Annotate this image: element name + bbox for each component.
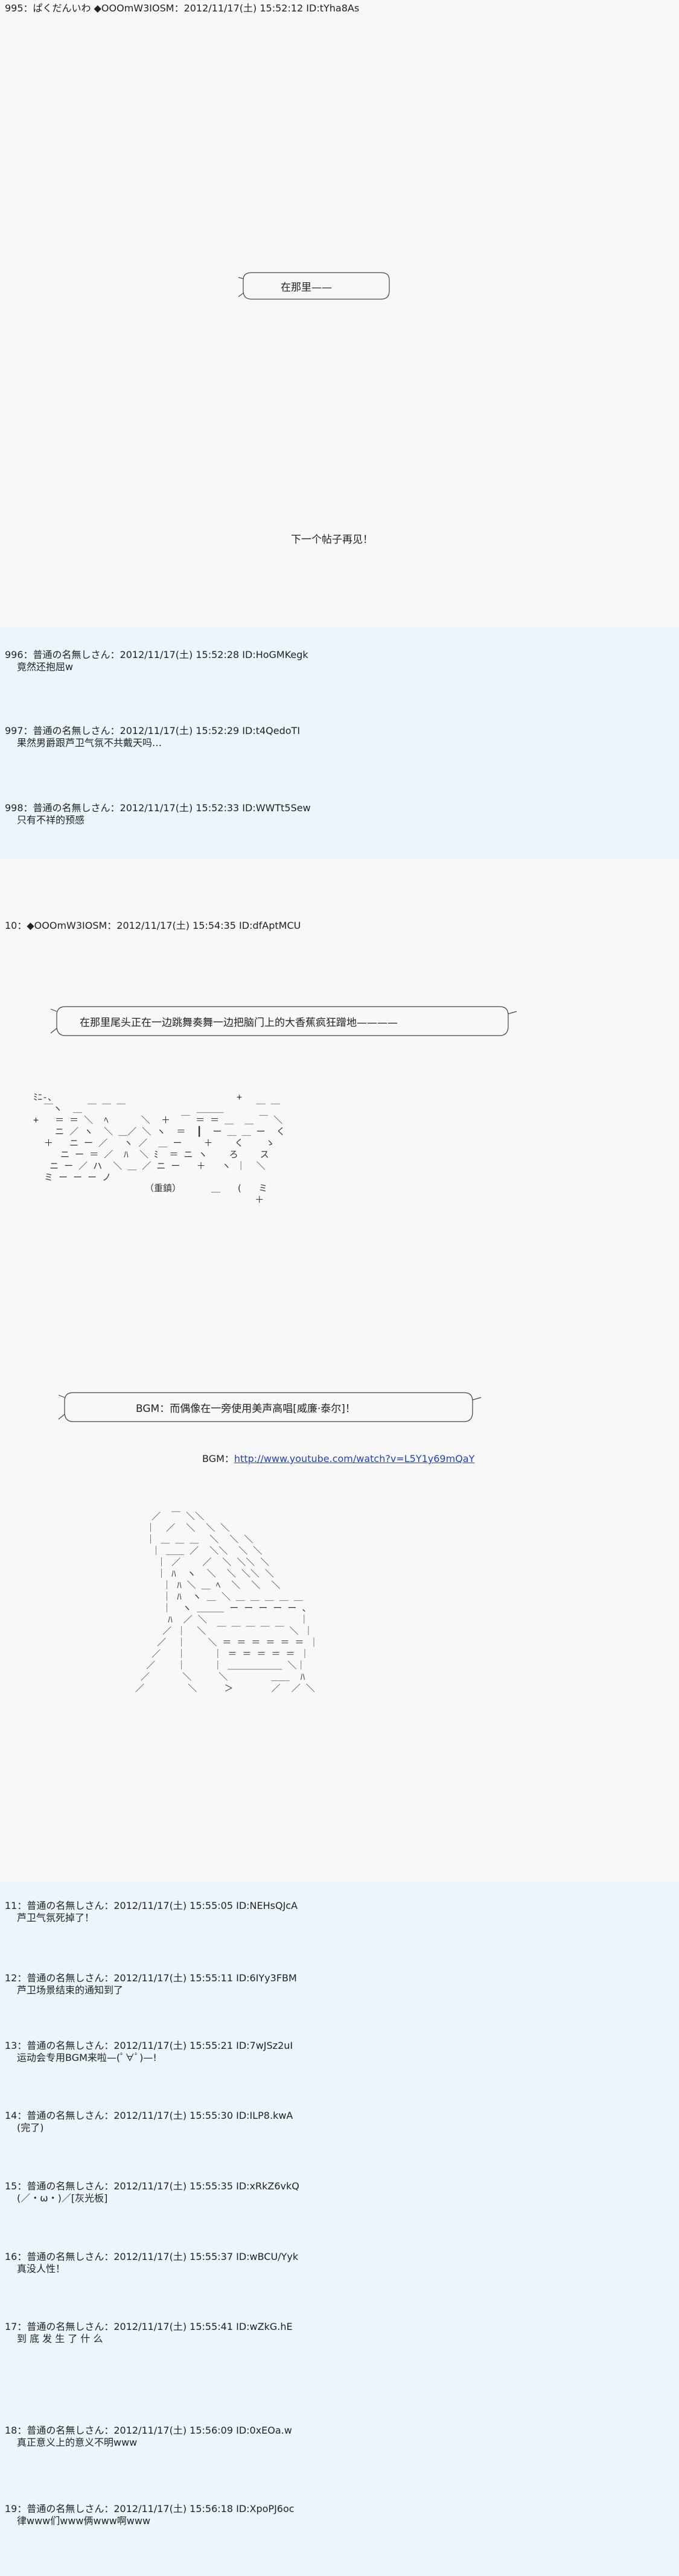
post-996: 996：普通の名無しさん：2012/11/17(土) 15:52:28 ID:H… xyxy=(5,649,675,673)
bubble-text: BGM：而偶像在一旁使用美声高唱[威廉·泰尔]！ xyxy=(136,1403,355,1415)
closing-line: 下一个帖子再见！ xyxy=(291,534,373,546)
bubble-text: 在那里—— xyxy=(281,282,332,294)
posts-11-19-block: 11：普通の名無しさん：2012/11/17(土) 15:55:05 ID:NE… xyxy=(0,1882,679,2576)
post-11: 11：普通の名無しさん：2012/11/17(土) 15:55:05 ID:NE… xyxy=(5,1900,675,1924)
post-16: 16：普通の名無しさん：2012/11/17(土) 15:55:37 ID:wB… xyxy=(5,2251,675,2275)
ascii-art-crowd: ﾐﾆ-、 + ￣ヽ ＿ ￣ ￣ ￣ ＿＿＿ ￣ ￣ + ＝ ＝ ＼ ﾍ ＼ ＋ … xyxy=(33,1092,285,1183)
post-10: 10：◆OOOmW3IOSM：2012/11/17(土) 15:54:35 ID… xyxy=(5,920,675,932)
post-body: (完了) xyxy=(17,2122,44,2133)
post-15: 15：普通の名無しさん：2012/11/17(土) 15:55:35 ID:xR… xyxy=(5,2180,675,2204)
post-14: 14：普通の名無しさん：2012/11/17(土) 15:55:30 ID:IL… xyxy=(5,2110,675,2134)
post-997: 997：普通の名無しさん：2012/11/17(土) 15:52:29 ID:t… xyxy=(5,725,675,749)
ascii-label: （重鎮） xyxy=(145,1183,182,1194)
post-header: 14：普通の名無しさん：2012/11/17(土) 15:55:30 ID:IL… xyxy=(5,2110,293,2121)
post-995: 995：ぱくだんいわ ◆OOOmW3IOSM：2012/11/17(土) 15:… xyxy=(5,2,675,14)
post-13: 13：普通の名無しさん：2012/11/17(土) 15:55:21 ID:7w… xyxy=(5,2040,675,2064)
post-17: 17：普通の名無しさん：2012/11/17(土) 15:55:41 ID:wZ… xyxy=(5,2321,675,2345)
post-body: 真没人性！ xyxy=(17,2263,66,2274)
post-header: 15：普通の名無しさん：2012/11/17(土) 15:55:35 ID:xR… xyxy=(5,2180,299,2192)
post-body: 芦卫气氛死掉了！ xyxy=(17,1912,95,1923)
post-995-block: 995：ぱくだんいわ ◆OOOmW3IOSM：2012/11/17(土) 15:… xyxy=(0,0,679,627)
bubble-text: 在那里尾头正在一边跳舞奏舞一边把脑门上的大香蕉疯狂蹭地———— xyxy=(80,1017,398,1029)
post-header: 19：普通の名無しさん：2012/11/17(土) 15:56:18 ID:Xp… xyxy=(5,2503,295,2514)
post-header: 998：普通の名無しさん：2012/11/17(土) 15:52:33 ID:W… xyxy=(5,802,311,814)
post-header: 995：ぱくだんいわ ◆OOOmW3IOSM：2012/11/17(土) 15:… xyxy=(5,2,360,14)
post-body: 竟然还抱屈w xyxy=(17,661,74,672)
bgm-line: BGM：http://www.youtube.com/watch?v=L5Y1y… xyxy=(202,1451,474,1465)
post-body: 律www们www俩www啊www xyxy=(17,2515,151,2527)
post-header: 10：◆OOOmW3IOSM：2012/11/17(土) 15:54:35 ID… xyxy=(5,920,301,931)
post-header: 996：普通の名無しさん：2012/11/17(土) 15:52:28 ID:H… xyxy=(5,649,308,660)
post-header: 997：普通の名無しさん：2012/11/17(土) 15:52:29 ID:t… xyxy=(5,725,301,736)
post-header: 12：普通の名無しさん：2012/11/17(土) 15:55:11 ID:6I… xyxy=(5,1972,297,1984)
post-header: 18：普通の名無しさん：2012/11/17(土) 15:56:09 ID:0x… xyxy=(5,2425,292,2436)
speech-bubble-bgm: BGM：而偶像在一旁使用美声高唱[威廉·泰尔]！ xyxy=(57,1384,486,1432)
post-998: 998：普通の名無しさん：2012/11/17(土) 15:52:33 ID:W… xyxy=(5,802,675,826)
bgm-link[interactable]: http://www.youtube.com/watch?v=L5Y1y69mQ… xyxy=(234,1453,475,1464)
post-body: 果然男爵跟芦卫气氛不共戴天吗… xyxy=(17,737,162,748)
post-19: 19：普通の名無しさん：2012/11/17(土) 15:56:18 ID:Xp… xyxy=(5,2503,675,2527)
post-10-block: 10：◆OOOmW3IOSM：2012/11/17(土) 15:54:35 ID… xyxy=(0,859,679,1882)
post-body: 真正意义上的意义不明www xyxy=(17,2437,138,2448)
post-body: 芦卫场景结束的通知到了 xyxy=(17,1984,124,1996)
post-header: 13：普通の名無しさん：2012/11/17(土) 15:55:21 ID:7w… xyxy=(5,2040,293,2051)
post-header: 17：普通の名無しさん：2012/11/17(土) 15:55:41 ID:wZ… xyxy=(5,2321,293,2332)
ascii-art-crowd-tail: ＿ ( ミ ＋ xyxy=(211,1183,268,1205)
posts-996-998-block: 996：普通の名無しさん：2012/11/17(土) 15:52:28 ID:H… xyxy=(0,627,679,859)
post-12: 12：普通の名無しさん：2012/11/17(土) 15:55:11 ID:6I… xyxy=(5,1972,675,1996)
post-header: 16：普通の名無しさん：2012/11/17(土) 15:55:37 ID:wB… xyxy=(5,2251,299,2262)
post-body: 到 底 发 生 了 什 么 xyxy=(17,2333,103,2344)
speech-bubble-wide: 在那里尾头正在一边跳舞奏舞一边把脑门上的大香蕉疯狂蹭地———— xyxy=(48,998,525,1046)
post-header: 11：普通の名無しさん：2012/11/17(土) 15:55:05 ID:NE… xyxy=(5,1900,298,1911)
ascii-art-figure: ／ ￣ ＼＼ ｜ ／ ＼ ＼ ＼ ｜ ＿ ＿ ＿ ＼ ＼ ＼ ｜ ＿＿ ／ ＼＼… xyxy=(135,1511,319,1694)
post-body: 只有不祥的预感 xyxy=(17,814,85,826)
post-18: 18：普通の名無しさん：2012/11/17(土) 15:56:09 ID:0x… xyxy=(5,2425,675,2449)
bgm-label: BGM： xyxy=(202,1453,234,1464)
post-body: (／・ω・)／[灰光板] xyxy=(17,2192,108,2204)
post-body: 运动会专用BGM来啦—(ﾟ∀ﾟ)—! xyxy=(17,2052,157,2063)
speech-bubble: 在那里—— xyxy=(238,265,395,308)
